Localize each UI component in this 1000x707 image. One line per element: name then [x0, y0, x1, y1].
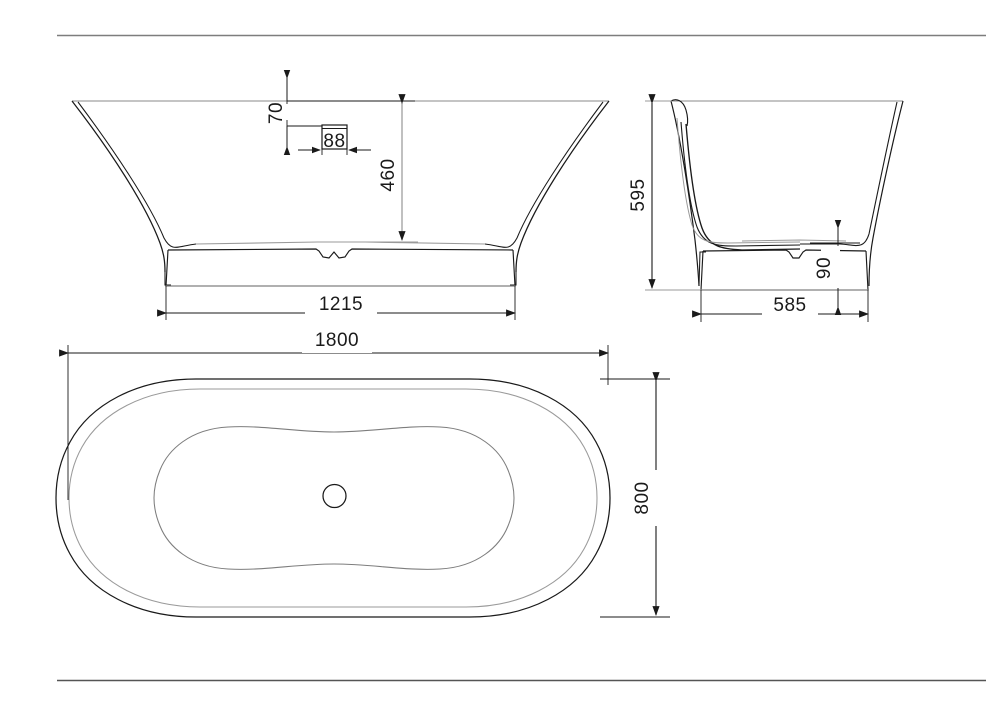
- front-elevation-view: 70 88 460 1: [71, 69, 610, 320]
- dim800-label-mask: [637, 470, 659, 526]
- dim1215-label-mask: [305, 296, 377, 318]
- plan-outer-rim-outline: [55, 378, 611, 618]
- front-right-wall-foot: [510, 272, 517, 286]
- front-right-inner-wall: [484, 101, 604, 248]
- sheet-border-rules: [57, 34, 986, 682]
- plan-basin-outline: [153, 426, 515, 570]
- dimension-800-label: 800: [632, 481, 653, 514]
- front-left-wall-foot: [164, 272, 171, 286]
- dimension-460: 460: [360, 94, 418, 243]
- side-backrest-contour-3: [676, 117, 801, 244]
- dimension-800: 800: [600, 372, 670, 618]
- front-right-outer-wall: [515, 100, 610, 273]
- dim90-label-mask: [821, 248, 840, 288]
- side-backrest-rim-cap: [670, 99, 689, 127]
- dim585-label-mask: [762, 298, 818, 319]
- side-backrest-contour-1: [685, 123, 801, 251]
- plan-inner-rim-outline: [68, 388, 598, 608]
- side-basin-floor-line: [741, 239, 847, 242]
- dimension-585-label: 585: [773, 295, 806, 316]
- dimension-70: 70: [266, 69, 390, 156]
- side-backrest-contour-2: [680, 121, 801, 247]
- front-plinth-top-edge: [167, 248, 514, 259]
- dimension-1800-label: 1800: [315, 330, 359, 351]
- dim1800-label-mask: [302, 331, 372, 353]
- front-left-inner-wall: [77, 101, 197, 248]
- side-elevation-view: 595 585 90: [628, 94, 904, 322]
- side-plinth-outline: [700, 250, 869, 291]
- dimension-70-label: 70: [266, 102, 287, 124]
- dimension-595: 595: [628, 94, 702, 291]
- side-left-wall-foot: [698, 251, 706, 287]
- drain-circle: [322, 483, 347, 509]
- front-basin-floor-line: [195, 241, 486, 245]
- side-right-inner-wall: [800, 101, 898, 247]
- plan-view: 1800 800: [55, 330, 670, 618]
- dimension-88: 88: [298, 128, 371, 155]
- dimension-585: 585: [692, 290, 869, 322]
- dimension-88-label: 88: [323, 131, 345, 152]
- side-plinth-top-edge: [702, 249, 867, 259]
- dimension-595-label: 595: [628, 178, 649, 211]
- dimension-90-label: 90: [814, 257, 835, 279]
- dimension-1215-label: 1215: [319, 294, 363, 315]
- dimension-1215: 1215: [157, 286, 516, 320]
- dimension-1800: 1800: [59, 330, 609, 500]
- side-right-outer-wall: [868, 100, 904, 287]
- front-left-outer-wall: [71, 100, 166, 273]
- dimension-460-label: 460: [378, 158, 399, 191]
- dimension-90: 90: [806, 219, 860, 316]
- front-plinth-outline: [165, 249, 516, 287]
